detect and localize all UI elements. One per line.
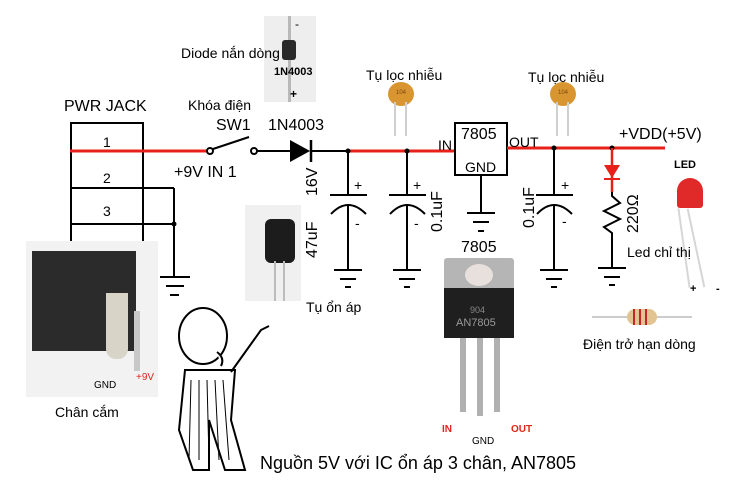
regulator-photo-pin-out: OUT [511, 424, 533, 435]
regulator-photo-pin-gnd: GND [472, 436, 495, 447]
regulator-photo-pin-in: IN [442, 424, 452, 435]
electrolytic-capacitor-photo [245, 205, 301, 301]
diode-photo: - + [264, 16, 316, 102]
switch-lever [212, 136, 250, 150]
led-symbol [604, 165, 620, 178]
diode-part-label: 1N4003 [268, 117, 325, 134]
diode-photo-part: 1N4003 [274, 66, 313, 78]
cap-47uf-plus: + [354, 177, 363, 193]
regulator-photo-marking-2: AN7805 [456, 317, 496, 329]
input-voltage-label: +9V IN 1 [174, 164, 237, 181]
power-jack-photo: +9V GND [26, 241, 158, 397]
led-photo-plus: + [690, 283, 697, 295]
regulator-ground [467, 175, 495, 232]
regulator-pin-out: OUT [509, 134, 539, 150]
capacitor-in-symbol [389, 151, 426, 288]
jack-pin-3: 3 [103, 203, 111, 219]
capacitor-out-symbol [536, 148, 573, 288]
cartoon-man-illustration [177, 307, 270, 471]
cap-in-minus: - [414, 215, 419, 231]
led-photo-label: LED [674, 159, 696, 171]
resistor-photo [592, 306, 692, 328]
led-caption: Led chỉ thị [627, 244, 691, 260]
regulator-part-label: 7805 [461, 126, 497, 143]
switch-ref: SW1 [216, 117, 251, 134]
resistor-value: 220Ω [625, 194, 642, 233]
ground-symbol [160, 276, 190, 296]
diagram-title: Nguồn 5V với IC ổn áp 3 chân, AN7805 [260, 453, 577, 473]
cap-47uf-minus: - [355, 215, 360, 231]
resistor-caption: Điện trở hạn dòng [583, 336, 696, 352]
jack-pin-1: 1 [103, 134, 111, 150]
led-photo [655, 172, 732, 292]
resistor-symbol [598, 192, 626, 286]
ceramic-capacitor-code: 104 [396, 90, 407, 96]
diode-photo-minus: - [295, 17, 299, 31]
cap-in-caption: Tụ lọc nhiễu [366, 67, 443, 83]
cap-out-minus: - [562, 213, 567, 229]
cap-47uf-value: 47uF [304, 221, 321, 258]
ceramic-capacitor-photo: 104 [380, 82, 420, 138]
cap-out-caption: Tụ lọc nhiễu [528, 69, 605, 85]
cap-47uf-voltage: 16V [304, 167, 321, 196]
junction-dot [171, 221, 177, 227]
regulator-photo-title: 7805 [461, 239, 497, 256]
jack-pin-2: 2 [103, 170, 111, 186]
power-jack-photo-plus9v: +9V [136, 372, 155, 383]
cap-out-value: 0.1uF [521, 187, 538, 228]
ceramic-capacitor-code: 104 [558, 90, 569, 96]
cap-out-plus: + [561, 177, 570, 193]
regulator-pin-gnd: GND [465, 159, 497, 175]
power-jack-label: PWR JACK [64, 98, 147, 115]
diode-symbol [290, 140, 310, 162]
capacitor-47uf-symbol [330, 151, 367, 288]
power-jack-photo-caption: Chân cắm [55, 404, 119, 420]
led-photo-minus: - [716, 283, 720, 295]
switch-contact-left [206, 147, 214, 155]
switch-contact-right [250, 147, 258, 155]
regulator-photo-marking-1: 904 [470, 305, 486, 315]
cap-47uf-caption: Tụ ổn áp [306, 299, 362, 315]
switch-caption: Khóa điện [188, 97, 252, 113]
regulator-photo: 904 AN7805 [440, 258, 520, 418]
diode-photo-plus: + [290, 87, 298, 101]
output-voltage-label: +VDD(+5V) [619, 126, 702, 143]
cap-in-plus: + [413, 177, 422, 193]
ceramic-capacitor-photo: 104 [542, 82, 582, 138]
diode-photo-caption: Diode nắn dòng [181, 45, 280, 61]
cap-in-value: 0.1uF [429, 191, 446, 232]
regulator-pin-in: IN [438, 137, 452, 153]
power-jack-photo-gnd: GND [94, 380, 117, 391]
